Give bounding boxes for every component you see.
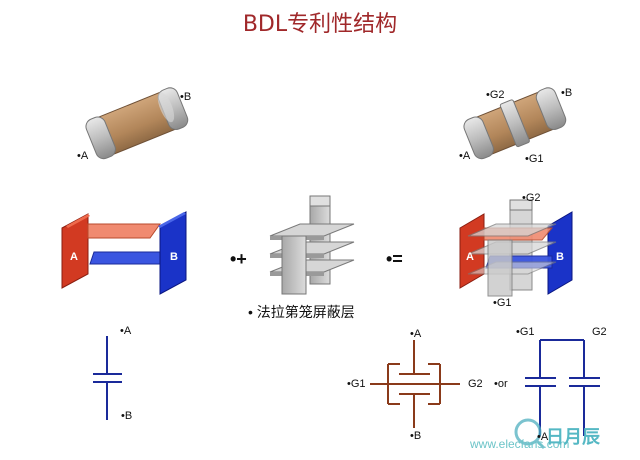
sym4-label-g1: •G1 bbox=[516, 326, 535, 338]
plate-b-label: B bbox=[170, 251, 178, 263]
plate-a-right-label: A bbox=[466, 251, 474, 263]
page-title: BDL专利性结构 bbox=[242, 12, 398, 37]
sym-label-b: •B bbox=[121, 410, 133, 422]
chip-capacitor-2terminal-icon bbox=[85, 87, 189, 160]
plate-a-label: A bbox=[70, 251, 78, 263]
sym4-label-g2: G2 bbox=[592, 326, 607, 338]
feedthrough-capacitor-symbol-icon bbox=[370, 340, 460, 428]
sym4-label-a: •A bbox=[537, 431, 549, 443]
watermark-logo-text: 日月辰 bbox=[546, 427, 600, 447]
sym3-label-g2: G2 bbox=[468, 378, 483, 390]
faraday-shield-icon bbox=[269, 195, 355, 295]
label-g1-mid: •G1 bbox=[493, 297, 512, 309]
shield-caption: • 法拉第笼屏蔽层 bbox=[248, 304, 355, 320]
label-g1-top-right: •G1 bbox=[525, 153, 544, 165]
chip-capacitor-4terminal-icon bbox=[463, 87, 567, 160]
capacitor-symbol-icon bbox=[93, 336, 122, 420]
capacitor-plates-icon bbox=[61, 211, 187, 295]
sym3-label-g1: •G1 bbox=[347, 378, 366, 390]
sym3-label-a: •A bbox=[410, 328, 422, 340]
label-a-top: •A bbox=[77, 150, 89, 162]
label-g2-top: •G2 bbox=[486, 89, 505, 101]
sym3-label-b: •B bbox=[410, 430, 422, 442]
watermark-logo-icon bbox=[514, 418, 546, 450]
label-g2-mid: •G2 bbox=[522, 192, 541, 204]
plate-b-right-label: B bbox=[556, 251, 564, 263]
equals-operator: •= bbox=[386, 249, 403, 269]
watermark-text: www.elecfans.com bbox=[470, 437, 570, 451]
label-b-top: •B bbox=[180, 91, 192, 103]
combined-structure-icon bbox=[459, 199, 573, 297]
label-a-top-right: •A bbox=[459, 150, 471, 162]
label-b-top-right: •B bbox=[561, 87, 573, 99]
plus-operator: •+ bbox=[230, 249, 247, 269]
or-label: •or bbox=[494, 378, 508, 390]
sym-label-a: •A bbox=[120, 325, 132, 337]
